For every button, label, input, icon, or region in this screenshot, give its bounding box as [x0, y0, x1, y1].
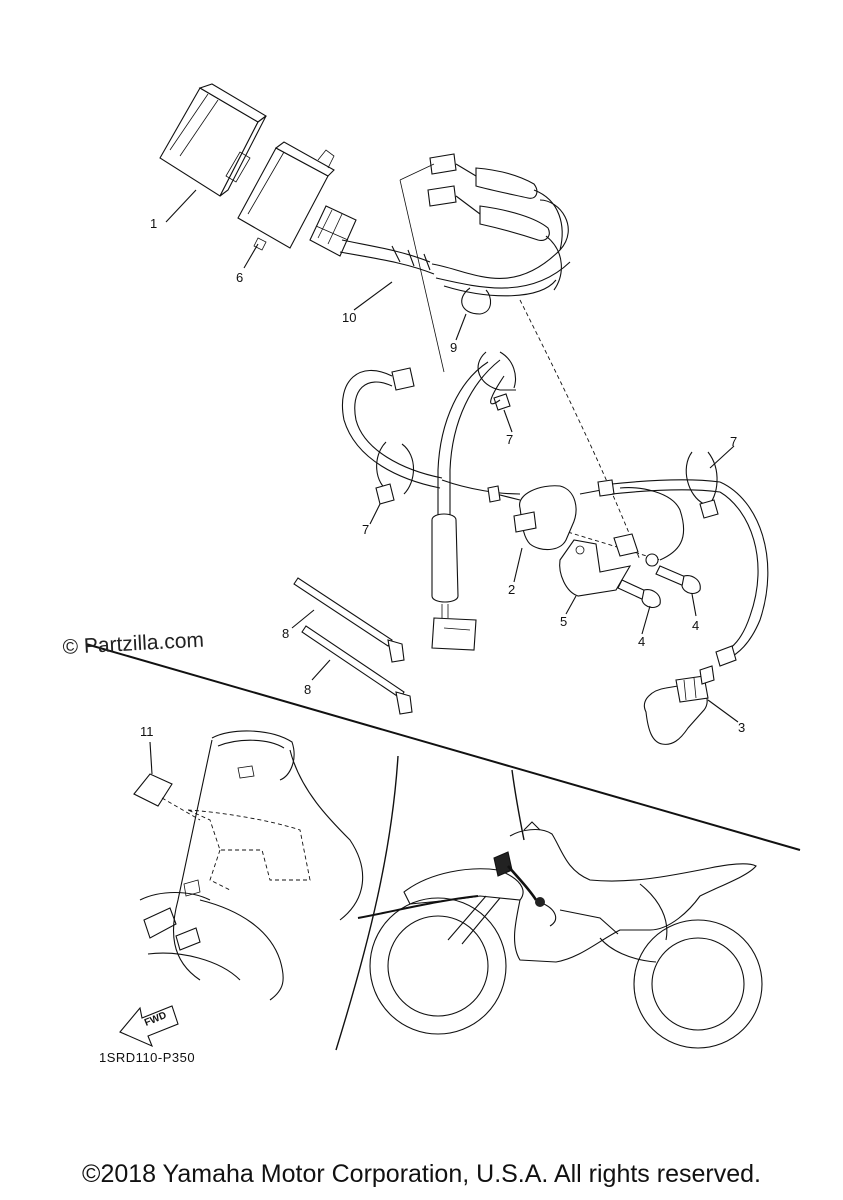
diagram-code: 1SRD110-P350 [99, 1050, 196, 1065]
band-part-9[interactable] [461, 287, 492, 315]
cdi-holder-part-11[interactable] [133, 773, 201, 821]
clamp-part-7-left[interactable] [375, 441, 415, 505]
pointer-line-long [85, 643, 801, 851]
fwd-arrow-icon [119, 1005, 179, 1048]
ignition-coil-part-2[interactable] [487, 479, 721, 551]
pointer-line-short [357, 895, 479, 919]
cdi-cover-part-6[interactable] [237, 141, 335, 251]
leader-3 [707, 699, 739, 723]
callout-1: 1 [150, 216, 157, 231]
callout-8b: 8 [304, 682, 311, 697]
leader-5 [565, 595, 577, 615]
spark-plug-cap-part-3[interactable] [644, 665, 715, 745]
callout-2: 2 [508, 582, 515, 597]
callout-8a: 8 [282, 626, 289, 641]
leader-7c [709, 445, 735, 469]
frame-inset [139, 730, 364, 1001]
sensor-lead-connector [431, 359, 501, 651]
leader-1 [165, 189, 197, 223]
pointer-drop [511, 769, 525, 841]
strap-part-8-upper[interactable] [293, 577, 405, 663]
callout-7b: 7 [362, 522, 369, 537]
clamp-part-7-upper[interactable] [477, 351, 517, 411]
bolt-part-4-left[interactable] [617, 579, 661, 609]
wire-harness-part-10[interactable] [309, 153, 571, 297]
leader-4b [691, 593, 697, 617]
coil-bracket-part-5[interactable] [559, 533, 639, 597]
motorcycle-illustration [369, 821, 763, 1049]
high-tension-lead-2 [719, 491, 759, 655]
leader-9 [455, 313, 467, 341]
ground-terminal [645, 553, 659, 567]
callout-7a: 7 [506, 432, 513, 447]
reference-line [399, 163, 445, 373]
leader-8a [291, 609, 315, 629]
callout-7c: 7 [730, 434, 737, 449]
bolt-part-4-right[interactable] [655, 565, 701, 595]
callout-9: 9 [450, 340, 457, 355]
leader-4a [641, 605, 651, 635]
leader-10 [353, 281, 393, 311]
leader-2 [513, 547, 523, 583]
callout-11: 11 [140, 724, 154, 739]
leader-7a [503, 409, 513, 433]
leader-7b [369, 503, 381, 525]
callout-10: 10 [342, 310, 356, 325]
copyright-notice: ©2018 Yamaha Motor Corporation, U.S.A. A… [82, 1160, 761, 1188]
strap-part-8-lower[interactable] [301, 625, 413, 715]
callout-4a: 4 [638, 634, 645, 649]
harness-left-branch [342, 367, 521, 495]
high-tension-lead [719, 481, 769, 661]
frame-divider [335, 755, 399, 1051]
callout-5: 5 [560, 614, 567, 629]
callout-3: 3 [738, 720, 745, 735]
callout-6: 6 [236, 270, 243, 285]
clamp-part-7-right[interactable] [685, 451, 719, 519]
leader-6 [243, 243, 259, 269]
coil-ground-lead [619, 487, 685, 561]
leader-11 [149, 741, 153, 775]
cdi-unit-part-1[interactable] [159, 83, 267, 197]
route-dashed-line [519, 299, 641, 561]
callout-4b: 4 [692, 618, 699, 633]
leader-8b [311, 659, 331, 681]
